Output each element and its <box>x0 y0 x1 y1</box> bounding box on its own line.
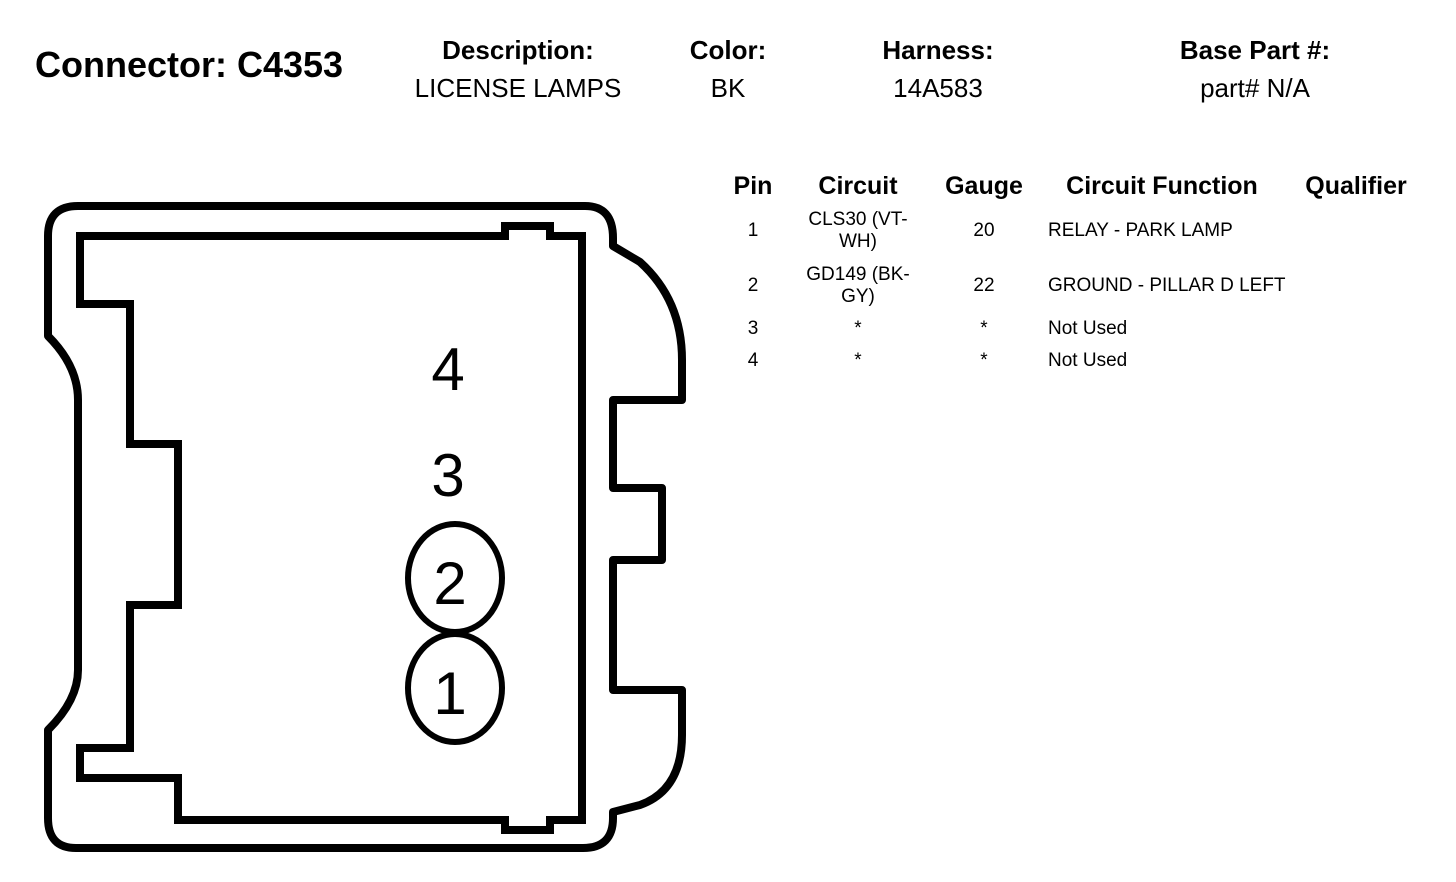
column-header-pin: Pin <box>733 171 773 200</box>
circuit-cell: * <box>784 344 932 378</box>
pin-3-label: 3 <box>431 442 464 509</box>
pin-cell: 2 <box>747 275 759 296</box>
gauge-cell: * <box>980 350 988 371</box>
gauge-cell: * <box>980 318 988 339</box>
table-row: 3 * * Not Used <box>722 314 1424 344</box>
base-part-value: part# N/A <box>1200 73 1310 103</box>
circuit-text: GD149 (BK-GY) <box>806 264 910 307</box>
function-text: GROUND - PILLAR D LEFT <box>1048 275 1286 296</box>
function-cell: RELAY - PARK LAMP <box>1036 204 1288 258</box>
harness-label: Harness: <box>882 35 994 65</box>
table-row: 4 * * Not Used <box>722 344 1424 378</box>
table-row: 2 GD149 (BK-GY) 22 GROUND - PILLAR D LEF… <box>722 258 1424 314</box>
gauge-cell: 22 <box>973 275 995 296</box>
color-block: Color: BK <box>668 34 788 110</box>
color-value: BK <box>710 73 746 103</box>
connector-inner-cavity <box>76 222 586 834</box>
pinout-table: Pin Circuit Gauge Circuit Function Quali… <box>722 168 1424 378</box>
gauge-cell: 20 <box>973 220 995 241</box>
qualifier-cell <box>1288 314 1424 344</box>
function-text: Not Used <box>1048 350 1128 371</box>
function-cell: Not Used <box>1036 344 1288 378</box>
circuit-cell: GD149 (BK-GY) <box>784 258 932 314</box>
column-header-gauge: Gauge <box>945 171 1023 200</box>
pin-cell: 1 <box>747 220 759 241</box>
pin-cell: 3 <box>747 318 759 339</box>
qualifier-cell <box>1288 258 1424 314</box>
pin-4-label: 4 <box>431 336 464 403</box>
connector-outer-housing <box>44 202 686 852</box>
description-block: Description: LICENSE LAMPS <box>398 34 638 110</box>
connector-title: Connector: C4353 <box>35 44 344 85</box>
pin-cell: 4 <box>747 350 759 371</box>
qualifier-cell <box>1288 204 1424 258</box>
connector-face-diagram: 4 3 2 1 <box>44 202 686 852</box>
description-value: LICENSE LAMPS <box>414 73 622 103</box>
harness-value: 14A583 <box>893 73 983 103</box>
pin-2-label: 2 <box>433 550 466 617</box>
circuit-text: * <box>854 318 862 339</box>
base-part-block: Base Part #: part# N/A <box>1135 34 1375 110</box>
circuit-text: CLS30 (VT-WH) <box>808 209 908 252</box>
column-header-qualifier: Qualifier <box>1305 171 1407 200</box>
function-text: RELAY - PARK LAMP <box>1048 220 1233 241</box>
base-part-label: Base Part #: <box>1179 35 1331 65</box>
function-cell: GROUND - PILLAR D LEFT <box>1036 258 1288 314</box>
column-header-circuit: Circuit <box>818 171 898 200</box>
harness-block: Harness: 14A583 <box>838 34 1038 110</box>
description-label: Description: <box>442 35 594 65</box>
pin-1-label: 1 <box>433 660 466 727</box>
table-row: 1 CLS30 (VT-WH) 20 RELAY - PARK LAMP <box>722 204 1424 258</box>
function-cell: Not Used <box>1036 314 1288 344</box>
color-label: Color: <box>689 35 767 65</box>
table-header-row: Pin Circuit Gauge Circuit Function Quali… <box>722 168 1424 204</box>
qualifier-cell <box>1288 344 1424 378</box>
circuit-cell: * <box>784 314 932 344</box>
column-header-circuit-function: Circuit Function <box>1066 171 1258 200</box>
pin-1-circle <box>405 631 505 745</box>
function-text: Not Used <box>1048 318 1128 339</box>
circuit-text: * <box>854 350 862 371</box>
circuit-cell: CLS30 (VT-WH) <box>784 204 932 258</box>
